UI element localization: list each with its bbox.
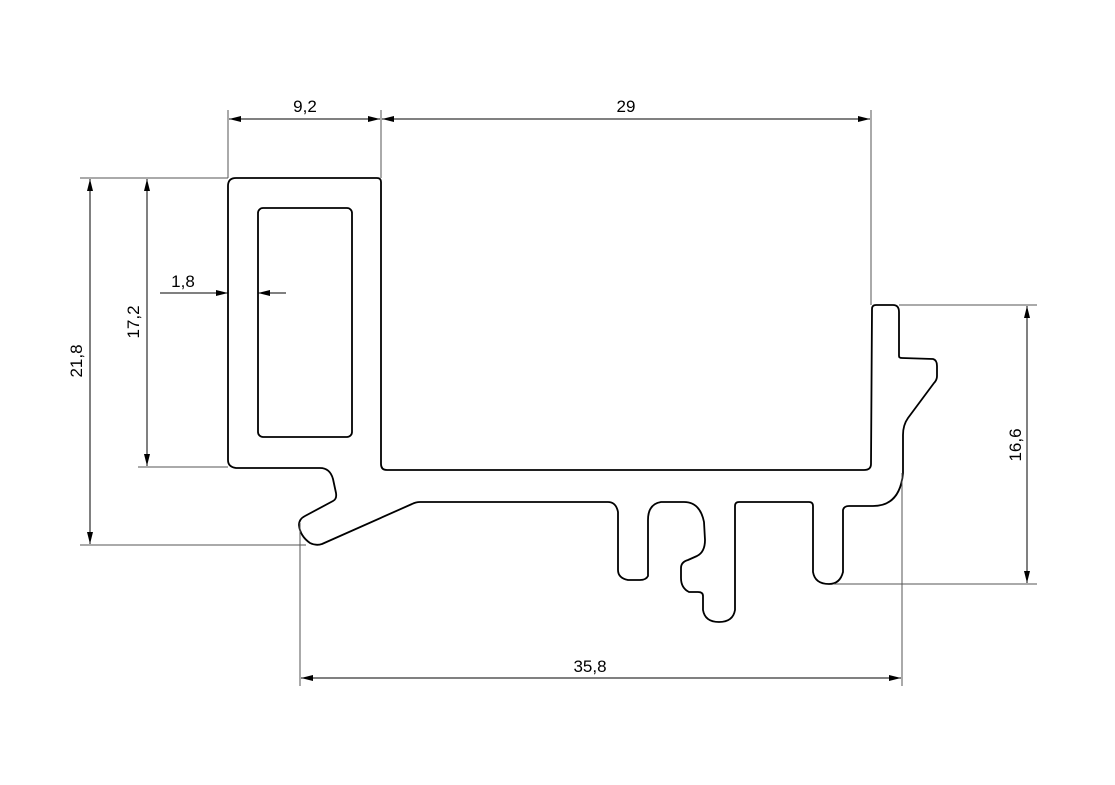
dimension-16-6: 16,6 (1006, 306, 1030, 583)
svg-text:21,8: 21,8 (67, 344, 86, 377)
svg-text:1,8: 1,8 (171, 272, 195, 291)
svg-text:16,6: 16,6 (1006, 428, 1025, 461)
svg-text:9,2: 9,2 (293, 97, 317, 116)
dimension-29: 29 (382, 97, 870, 122)
extension-lines (80, 110, 1037, 686)
dimension-1-8: 1,8 (160, 272, 286, 296)
profile-inner-tube (257, 207, 353, 438)
profile-outer-contour (227, 177, 938, 623)
svg-text:35,8: 35,8 (573, 657, 606, 676)
dimension-9-2: 9,2 (229, 97, 380, 122)
svg-text:29: 29 (617, 97, 636, 116)
dimension-17-2: 17,2 (124, 179, 150, 466)
dimension-35-8: 35,8 (301, 657, 901, 681)
svg-text:17,2: 17,2 (124, 305, 143, 338)
dimension-21-8: 21,8 (67, 179, 93, 544)
